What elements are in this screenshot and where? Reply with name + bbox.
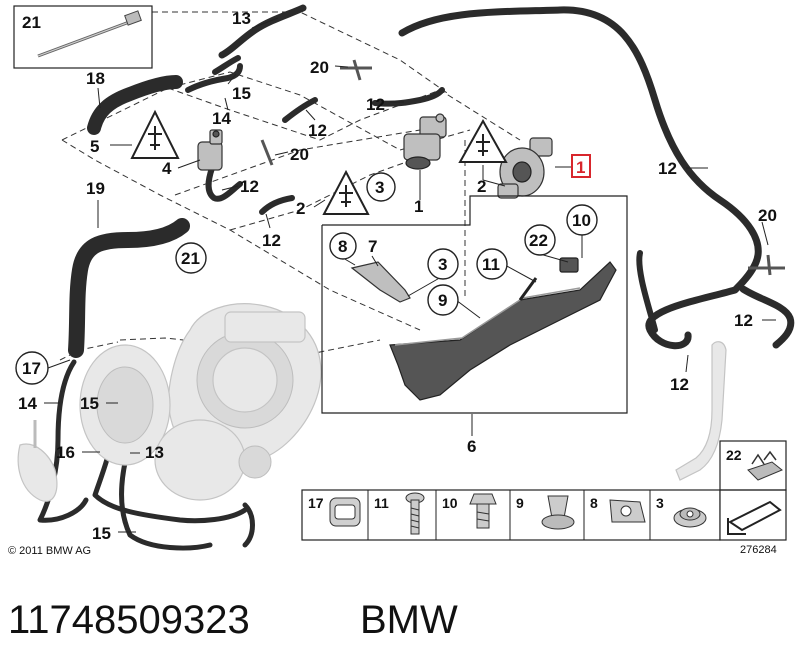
callout-12-a: 12 — [366, 95, 385, 114]
callout-13-top: 13 — [232, 9, 251, 28]
collar-nut-icon — [673, 507, 707, 528]
callout-8-ring — [329, 232, 357, 260]
item-21-box: 21 — [13, 5, 153, 69]
callout-3-circle-ring — [366, 172, 396, 202]
callout-4: 4 — [162, 159, 172, 178]
callout-12-d: 12 — [262, 231, 281, 250]
callout-1-mid: 1 — [414, 197, 423, 216]
callout-15-top: 15 — [232, 84, 251, 103]
footer-part-number: 11748509323 — [8, 598, 250, 642]
pressure-converter-right — [497, 137, 553, 199]
callout-17-ring — [15, 351, 49, 385]
expanding-nut-icon — [541, 495, 575, 530]
callout-labels: 13 20 18 15 14 12 12 5 4 20 12 3 1 2 2 1… — [15, 9, 777, 543]
solenoid-valve-4 — [197, 129, 223, 171]
callout-15-low: 15 — [92, 524, 111, 543]
callout-11-ring — [476, 248, 508, 280]
callout-3-circle: 3 — [375, 178, 384, 197]
callout-2-right: 2 — [477, 177, 486, 196]
callout-22: 22 — [529, 231, 548, 250]
legend-num-11: 11 — [374, 495, 389, 511]
copyright: © 2011 BMW AG — [8, 545, 91, 557]
shim-arrow-icon — [719, 489, 787, 541]
callout-6: 6 — [467, 437, 476, 456]
callout-19: 19 — [86, 179, 105, 198]
highlight-box — [571, 154, 591, 178]
callout-20-right: 20 — [758, 206, 777, 225]
callout-21-circle: 21 — [181, 249, 200, 268]
callout-7: 7 — [368, 237, 377, 256]
callout-17-circle: 17 — [22, 359, 41, 378]
legend-num-9: 9 — [516, 495, 524, 511]
callout-20-mid: 20 — [290, 145, 309, 164]
callout-9-ring — [427, 284, 459, 316]
vacuum-warning-icon-right — [458, 118, 508, 163]
callout-3-box: 3 — [438, 255, 447, 274]
callout-3-box-ring — [427, 248, 459, 280]
callout-15-mid: 15 — [80, 394, 99, 413]
callout-14-top: 14 — [212, 109, 231, 128]
callout-14-low: 14 — [18, 394, 37, 413]
pressure-converter-left — [403, 113, 447, 170]
callout-13-low: 13 — [145, 443, 164, 462]
hose-clamp-icon — [329, 497, 361, 527]
callout-18: 18 — [86, 69, 105, 88]
screw-icon — [405, 492, 425, 535]
t-connector-20 — [260, 59, 785, 276]
callout-12-right-mid: 12 — [734, 311, 753, 330]
legend-num-8: 8 — [590, 495, 598, 511]
legend-num-3: 3 — [656, 495, 664, 511]
cable-tie-icon — [37, 10, 142, 58]
legend-num-17: 17 — [308, 495, 324, 511]
image-number: 276284 — [740, 544, 777, 556]
callout-12-b: 12 — [308, 121, 327, 140]
vacuum-warning-icon-center — [322, 169, 370, 215]
callout-11: 11 — [482, 255, 500, 274]
bolt-icon — [469, 493, 497, 529]
callout-20-top: 20 — [310, 58, 329, 77]
clip-nut-icon — [609, 499, 646, 523]
footer-brand: BMW — [360, 598, 458, 642]
callout-16: 16 — [56, 443, 75, 462]
callout-12-c: 12 — [240, 177, 259, 196]
vacuum-warning-icon-left — [130, 109, 180, 159]
callout-5: 5 — [90, 137, 99, 156]
leader-lines — [44, 17, 776, 533]
callout-10: 10 — [572, 211, 591, 230]
turbocharger-ghost — [17, 303, 322, 502]
legend-item-22: 22 — [719, 440, 787, 491]
callout-2-left: 2 — [296, 199, 305, 218]
fastener-legend: 17 11 10 9 8 — [301, 440, 787, 541]
bracket-assembly-box — [321, 195, 628, 414]
callout-10-ring — [566, 204, 598, 236]
vacuum-hoses — [37, 4, 795, 551]
callout-1-highlight: 1 — [576, 158, 585, 177]
callout-12-right-top: 12 — [658, 159, 677, 178]
callout-8: 8 — [338, 237, 347, 256]
callout-22-ring — [524, 224, 556, 256]
callout-21-box: 21 — [22, 13, 41, 32]
callout-21-circle-ring — [175, 242, 207, 274]
intake-pipe-ghost — [675, 341, 727, 481]
legend-num-10: 10 — [442, 495, 458, 511]
legend-num-22: 22 — [726, 447, 742, 463]
callout-9: 9 — [438, 291, 447, 310]
callout-12-right-low: 12 — [670, 375, 689, 394]
